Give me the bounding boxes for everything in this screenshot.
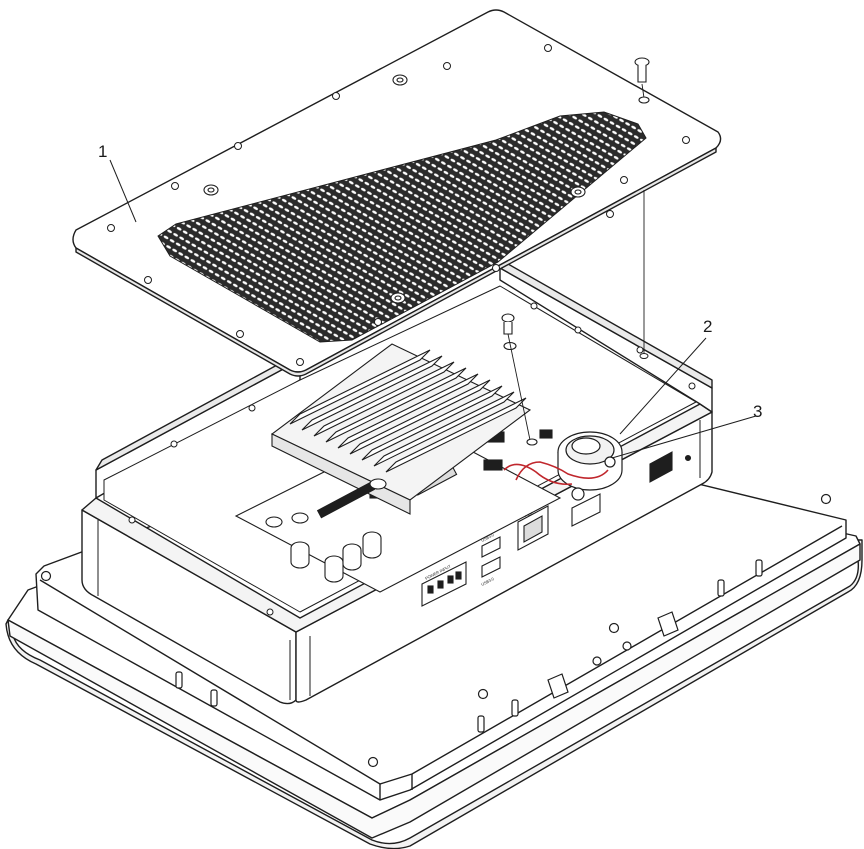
rtc-battery <box>557 431 623 501</box>
cover-standoffs <box>203 74 586 304</box>
mesh-vent <box>157 111 647 343</box>
callout-1: 1 <box>98 142 108 161</box>
cover-holes <box>107 44 690 366</box>
usb-bottom-label: USB3.0 <box>480 576 495 587</box>
callout-2: 2 <box>703 317 713 336</box>
battery-cable <box>503 461 609 486</box>
cover-screw <box>634 57 650 104</box>
capacitors <box>265 478 387 583</box>
usb-top-label: USB3.0 <box>480 532 495 543</box>
callout-3: 3 <box>753 402 763 421</box>
wall-holes <box>128 302 696 616</box>
leader-lines <box>109 159 757 459</box>
board-screw <box>501 313 538 446</box>
lan-label: LAN <box>524 511 533 519</box>
bezel-screws <box>40 493 832 768</box>
io-ports <box>421 451 692 607</box>
heatsink <box>270 343 532 515</box>
bezel-slots <box>175 559 763 733</box>
